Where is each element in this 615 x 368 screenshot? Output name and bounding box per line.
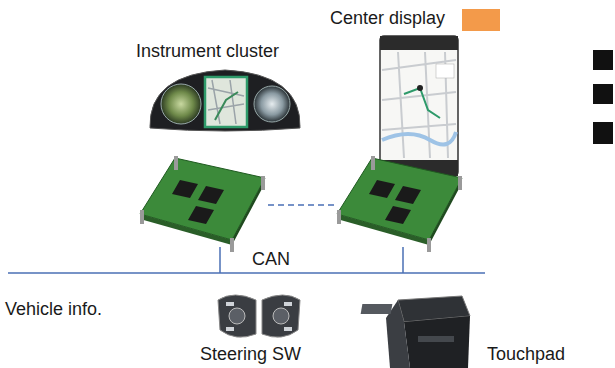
component-label: Steering SW: [200, 344, 301, 365]
group-label: Vehicle info.: [5, 299, 102, 320]
bus-label: CAN: [252, 249, 290, 270]
bus-drop: [402, 247, 404, 273]
can-bus-line: [8, 272, 485, 274]
black-square: [593, 84, 613, 104]
display-illustration: [380, 36, 458, 176]
board-link: [268, 204, 336, 206]
component-label: Touchpad: [487, 344, 565, 365]
ecu-board: [140, 156, 265, 252]
black-square: [593, 122, 613, 144]
steering-switch-illustration: [218, 295, 300, 337]
black-square: [593, 50, 613, 70]
ecu-board: [337, 156, 462, 252]
bus-drop: [219, 247, 221, 273]
component-label: Center display: [330, 8, 445, 29]
touchpad-illustration: [361, 296, 470, 368]
cluster-illustration: [150, 70, 300, 131]
orange-mark: [462, 9, 500, 31]
component-label: Instrument cluster: [136, 41, 279, 62]
